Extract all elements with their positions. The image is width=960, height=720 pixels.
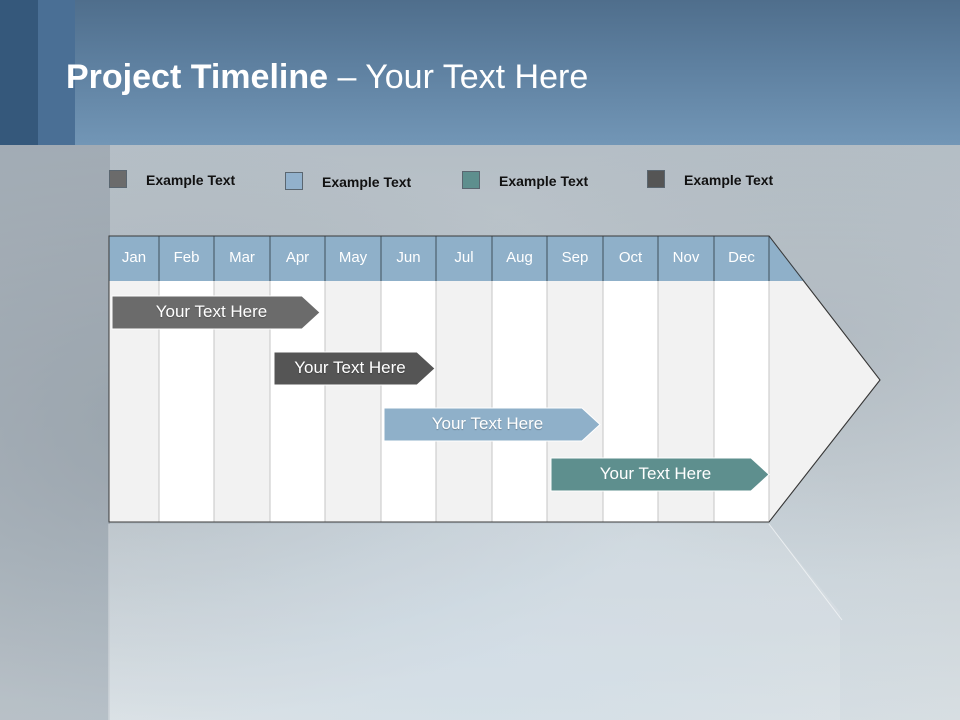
page-title: Project Timeline – Your Text Here <box>66 58 588 97</box>
task-bar-label: Your Text Here <box>155 302 268 321</box>
task-bar <box>111 295 321 330</box>
legend-item: Example Text <box>647 170 807 190</box>
title-bold: Project Timeline <box>66 58 329 96</box>
task-bar <box>550 457 770 492</box>
month-column <box>436 281 492 522</box>
month-label: Feb <box>173 249 200 266</box>
month-label: Oct <box>618 249 643 266</box>
task-bar <box>273 351 436 386</box>
month-label: May <box>338 249 368 266</box>
legend-swatch <box>647 170 665 188</box>
header-accent-strip <box>38 0 75 145</box>
legend-item: Example Text <box>285 172 445 192</box>
reflection-edge <box>768 523 843 621</box>
task-bar-label: Your Text Here <box>599 464 712 483</box>
legend-label: Example Text <box>499 173 589 189</box>
legend-item: Example Text <box>462 171 622 191</box>
title-rest: – Your Text Here <box>328 58 589 96</box>
chart-reflection <box>109 524 840 720</box>
month-label: Nov <box>672 249 700 266</box>
month-column <box>381 281 436 522</box>
month-header-band <box>109 236 805 281</box>
month-label: Jan <box>121 249 147 266</box>
header-band: Project Timeline – Your Text Here <box>0 0 960 145</box>
month-column <box>492 281 547 522</box>
task-bar <box>383 407 601 442</box>
task-bar-label: Your Text Here <box>294 358 406 377</box>
month-label: Jun <box>396 249 421 266</box>
month-column <box>325 281 381 522</box>
month-label: Apr <box>285 249 310 266</box>
legend-swatch <box>109 170 127 188</box>
legend-item: Example Text <box>109 170 269 190</box>
legend-swatch <box>285 172 303 190</box>
legend-swatch <box>462 171 480 189</box>
month-label: Aug <box>506 249 533 266</box>
header-accent-strip <box>0 0 38 145</box>
month-label: Dec <box>728 249 755 266</box>
month-label: Mar <box>229 249 255 266</box>
timeline-outline <box>108 235 881 523</box>
legend-label: Example Text <box>322 174 412 190</box>
legend-label: Example Text <box>146 172 236 188</box>
month-label: Sep <box>561 249 589 266</box>
task-bar-label: Your Text Here <box>431 414 544 433</box>
legend-label: Example Text <box>684 172 774 188</box>
month-label: Jul <box>454 249 474 266</box>
